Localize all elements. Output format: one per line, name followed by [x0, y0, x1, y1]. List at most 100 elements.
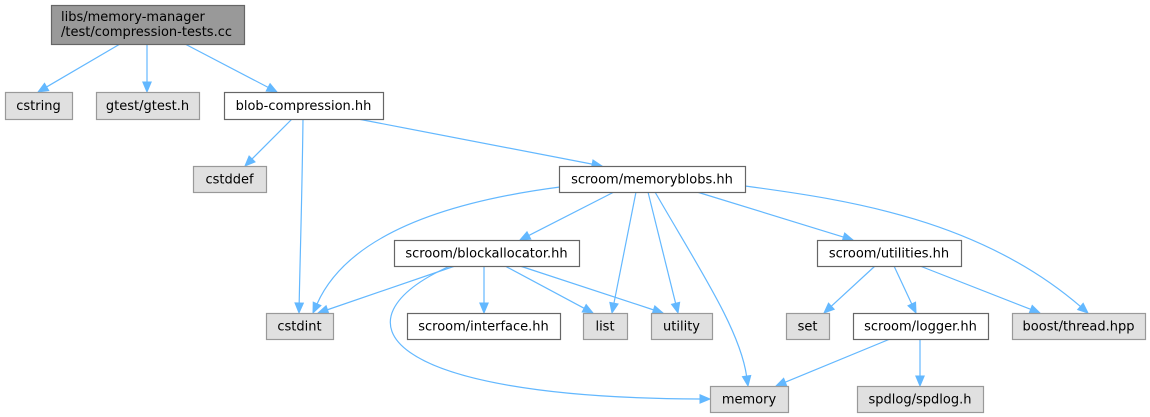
- edge-root-to-cstring: [36, 43, 121, 93]
- edge-line: [298, 118, 304, 304]
- arrowhead-icon: [265, 82, 279, 93]
- edge-blobcomp-to-cstddef: [244, 118, 293, 167]
- arrowhead-icon: [609, 301, 619, 315]
- edge-line: [919, 265, 1031, 310]
- edge-memoryblobs-to-utilities: [696, 191, 855, 242]
- arrowhead-icon: [907, 301, 917, 315]
- arrowhead-icon: [312, 301, 322, 315]
- arrowhead-icon: [142, 81, 152, 94]
- node-box[interactable]: [558, 165, 747, 194]
- node-cstddef[interactable]: cstddef: [192, 165, 268, 194]
- edge-memoryblobs-to-blockalloc: [518, 191, 615, 241]
- node-box[interactable]: [192, 165, 268, 194]
- node-box[interactable]: [856, 385, 985, 414]
- node-box[interactable]: [709, 385, 790, 414]
- edges-layer: [36, 43, 1089, 404]
- edge-logger-to-spdlog: [915, 339, 925, 388]
- arrowhead-icon: [841, 232, 855, 242]
- node-box[interactable]: [50, 4, 246, 46]
- edge-root-to-gtest: [142, 44, 152, 94]
- node-box[interactable]: [582, 312, 629, 341]
- edge-line: [528, 191, 615, 236]
- node-label: set: [798, 320, 818, 335]
- arrowhead-icon: [581, 303, 595, 314]
- edge-blockalloc-to-utility: [519, 265, 665, 315]
- edge-line: [830, 265, 876, 307]
- node-label: cstring: [16, 99, 60, 114]
- node-root[interactable]: libs/memory-manager/test/compression-tes…: [50, 4, 246, 46]
- arrowhead-icon: [479, 302, 489, 315]
- node-boostthread[interactable]: boost/thread.hpp: [1011, 312, 1147, 341]
- node-box[interactable]: [816, 239, 963, 268]
- node-label: scroom/utilities.hh: [829, 247, 949, 262]
- node-label: scroom/interface.hh: [418, 320, 549, 335]
- node-label: boost/thread.hpp: [1023, 320, 1135, 335]
- node-box[interactable]: [95, 91, 201, 121]
- node-box[interactable]: [4, 91, 74, 121]
- node-label: memory: [722, 393, 777, 408]
- edge-memoryblobs-to-memory: [654, 191, 752, 388]
- arrowhead-icon: [699, 394, 712, 404]
- node-blobcomp[interactable]: blob-compression.hh: [223, 91, 385, 121]
- node-set[interactable]: set: [785, 312, 831, 341]
- node-label: list: [595, 320, 614, 335]
- node-memory[interactable]: memory: [709, 385, 790, 414]
- edge-line: [613, 191, 637, 304]
- node-spdlog[interactable]: spdlog/spdlog.h: [856, 385, 985, 414]
- edge-line: [696, 191, 844, 238]
- node-box[interactable]: [852, 312, 990, 341]
- arrowhead-icon: [518, 230, 532, 241]
- edge-root-to-blobcomp: [184, 43, 279, 93]
- node-blockalloc[interactable]: scroom/blockallocator.hh: [393, 239, 581, 268]
- node-utility[interactable]: utility: [650, 312, 714, 341]
- node-utilities[interactable]: scroom/utilities.hh: [816, 239, 963, 268]
- edge-line: [389, 265, 701, 400]
- node-logger[interactable]: scroom/logger.hh: [852, 312, 990, 341]
- edge-line: [519, 265, 654, 311]
- node-box[interactable]: [650, 312, 714, 341]
- node-label-line: libs/memory-manager: [61, 10, 205, 25]
- edge-blockalloc-to-memory: [389, 265, 712, 404]
- node-box[interactable]: [393, 239, 581, 268]
- edge-line: [251, 118, 293, 160]
- node-label: spdlog/spdlog.h: [869, 393, 972, 408]
- edge-line: [744, 185, 1081, 307]
- arrowhead-icon: [915, 375, 925, 388]
- node-gtest[interactable]: gtest/gtest.h: [95, 91, 201, 121]
- node-memoryblobs[interactable]: scroom/memoryblobs.hh: [558, 165, 747, 194]
- edge-line: [327, 265, 456, 311]
- node-box[interactable]: [785, 312, 831, 341]
- node-label: cstddef: [205, 173, 254, 188]
- arrowhead-icon: [36, 82, 50, 93]
- nodes-layer: libs/memory-manager/test/compression-tes…: [4, 4, 1147, 414]
- arrowhead-icon: [294, 302, 305, 315]
- edge-utilities-to-set: [823, 265, 876, 314]
- node-box[interactable]: [1011, 312, 1147, 341]
- edge-line: [316, 186, 561, 305]
- node-box[interactable]: [223, 91, 385, 121]
- node-label-line: /test/compression-tests.cc: [61, 25, 232, 40]
- node-box[interactable]: [406, 312, 562, 341]
- edge-blobcomp-to-cstdint: [294, 118, 305, 315]
- node-list[interactable]: list: [582, 312, 629, 341]
- node-label: blob-compression.hh: [236, 99, 372, 114]
- node-interface[interactable]: scroom/interface.hh: [406, 312, 562, 341]
- arrowhead-icon: [1076, 302, 1089, 314]
- node-label: scroom/memoryblobs.hh: [571, 173, 733, 188]
- edge-line: [46, 43, 121, 88]
- edge-memoryblobs-to-cstdint: [312, 186, 561, 315]
- node-label: scroom/logger.hh: [864, 320, 977, 335]
- edge-line: [785, 338, 891, 383]
- edge-blobcomp-to-memoryblobs: [357, 118, 604, 169]
- arrowhead-icon: [670, 301, 681, 315]
- node-cstring[interactable]: cstring: [4, 91, 74, 121]
- edge-utilities-to-boostthread: [919, 265, 1042, 314]
- node-cstdint[interactable]: cstdint: [265, 312, 335, 341]
- edge-memoryblobs-to-utility: [647, 191, 681, 315]
- node-box[interactable]: [265, 312, 335, 341]
- arrowhead-icon: [651, 305, 665, 315]
- arrowhead-icon: [1028, 304, 1042, 314]
- arrowhead-icon: [774, 377, 788, 387]
- edge-line: [893, 265, 913, 305]
- edge-memoryblobs-to-boostthread: [744, 185, 1089, 314]
